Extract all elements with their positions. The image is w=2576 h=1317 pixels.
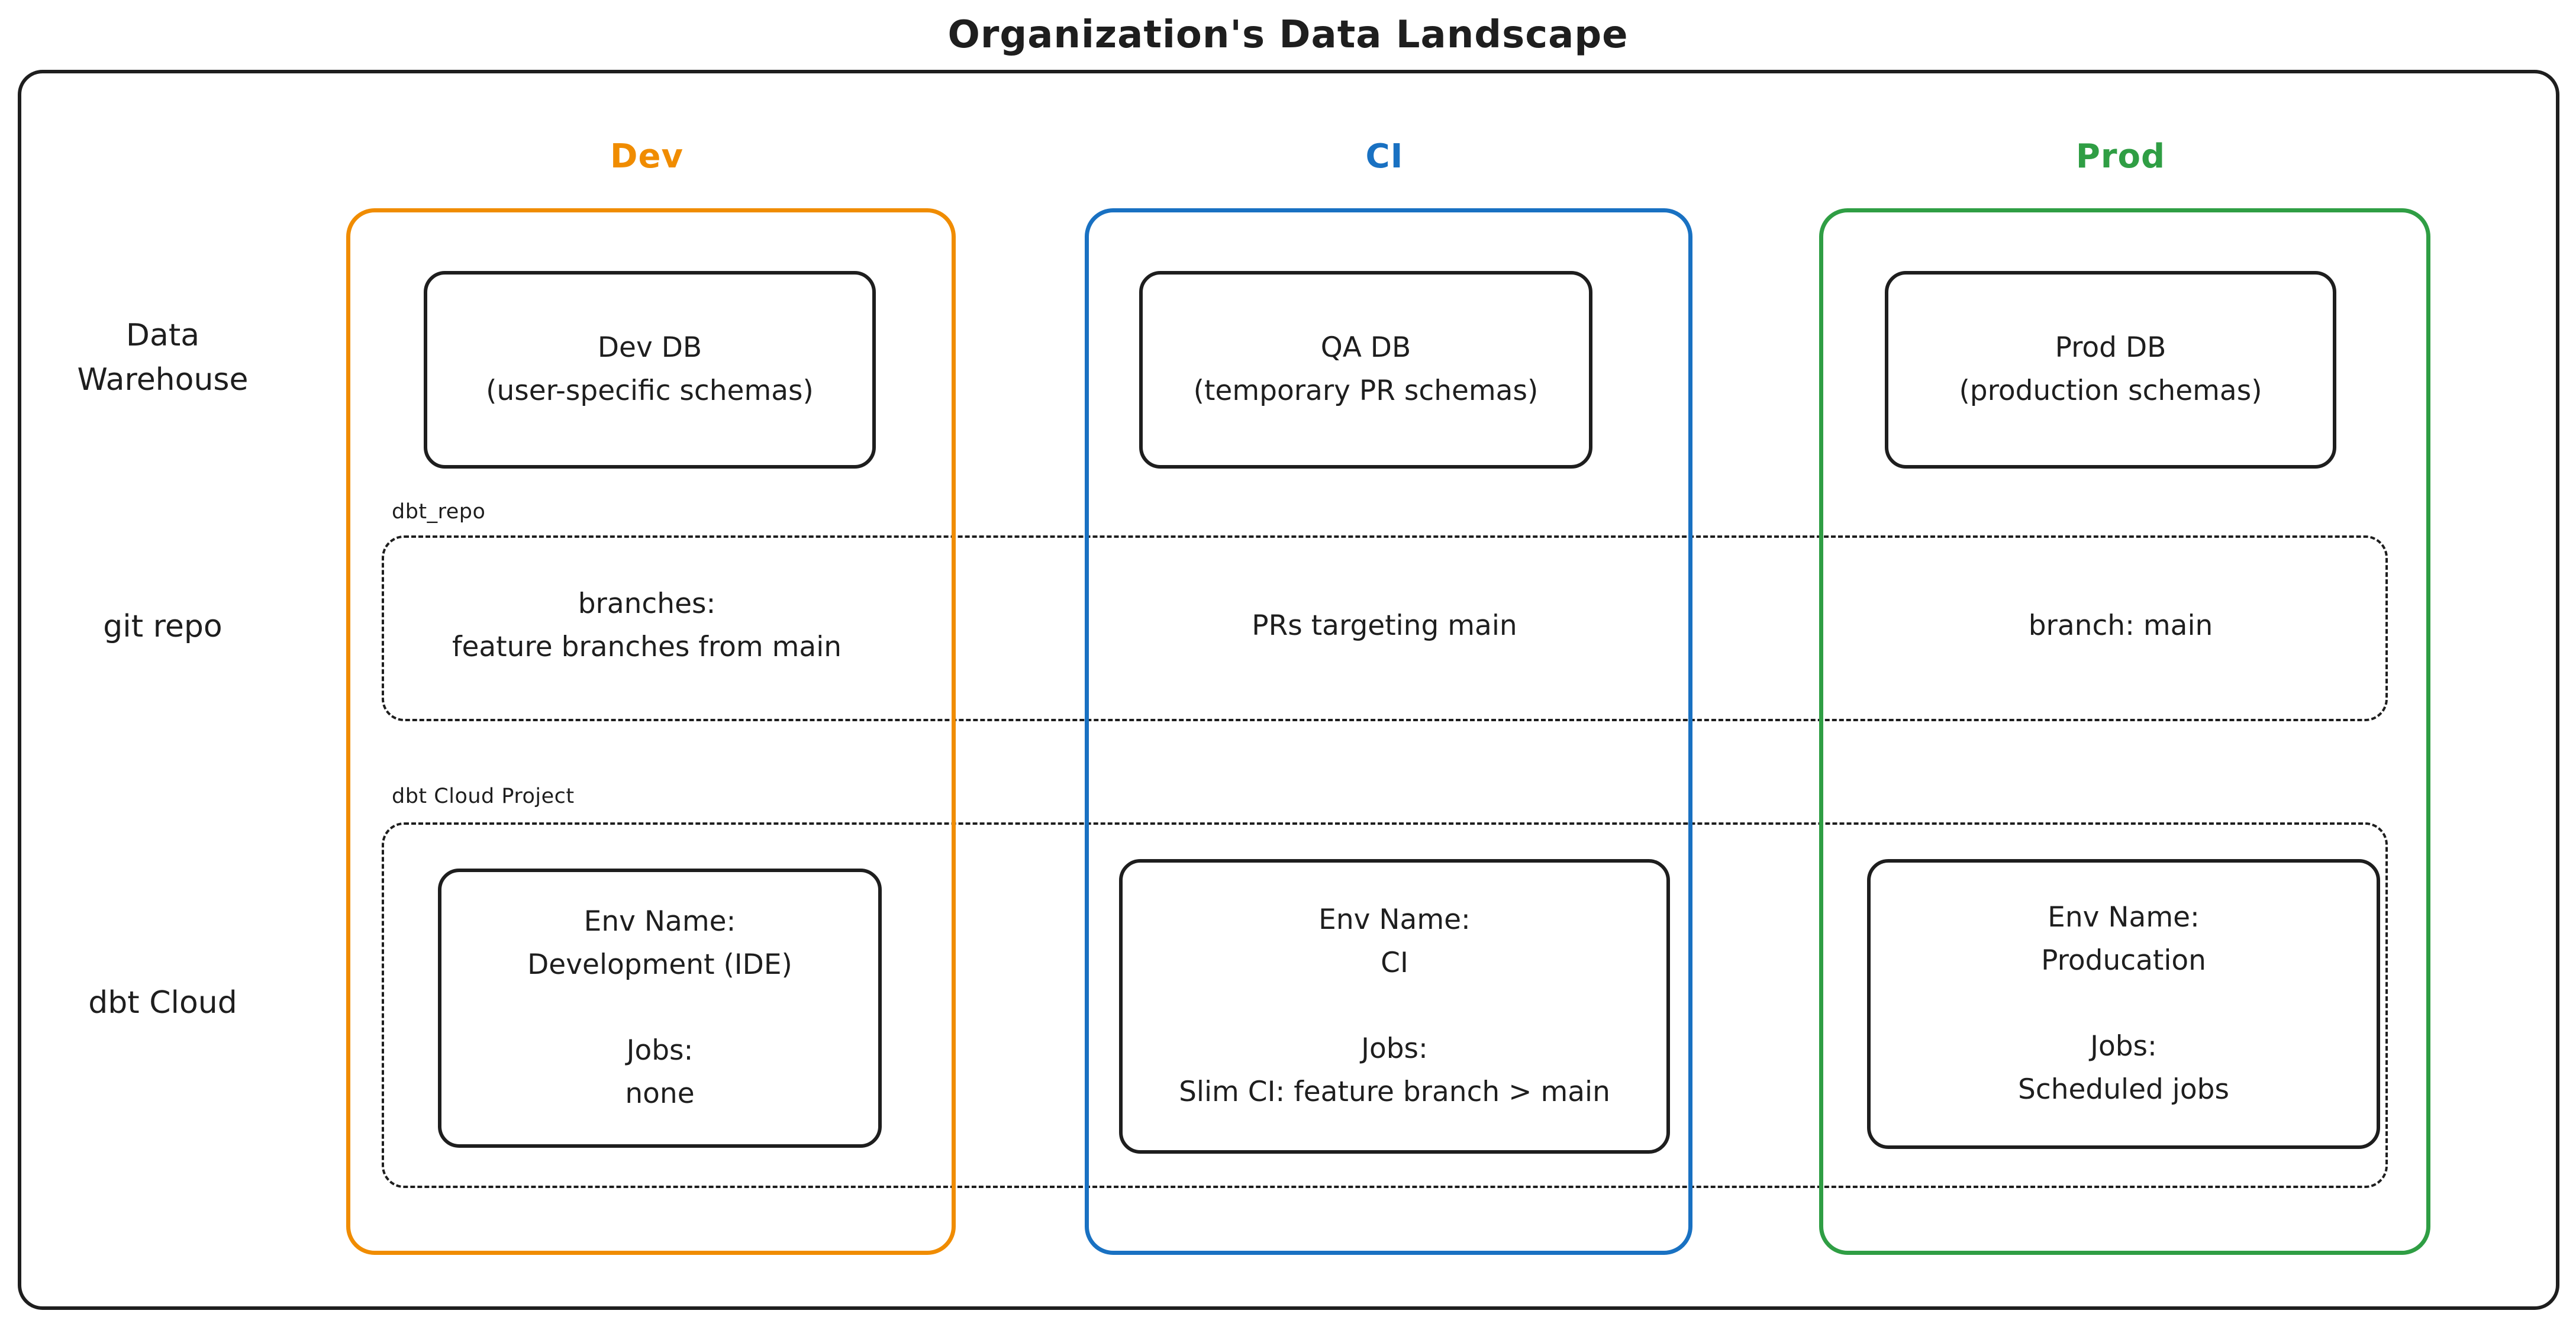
row-label-git-repo: git repo <box>103 609 223 644</box>
env-box-development: Env Name: Development (IDE) Jobs: none <box>438 869 882 1148</box>
column-header-prod: Prod <box>2075 137 2166 176</box>
git-repo-group-label: dbt_repo <box>392 500 486 524</box>
db-box-dev: Dev DB (user-specific schemas) <box>424 271 876 469</box>
column-frame-ci <box>1085 208 1692 1255</box>
dbt-project-dashed-container <box>382 822 2388 1188</box>
column-frame-dev <box>346 208 956 1255</box>
git-cell-ci: PRs targeting main <box>1252 609 1517 642</box>
row-label-dbt-cloud: dbt Cloud <box>88 985 237 1021</box>
column-header-dev: Dev <box>610 137 684 176</box>
git-cell-dev: branches: feature branches from main <box>452 588 842 663</box>
dbt-project-group-label: dbt Cloud Project <box>392 785 575 808</box>
env-box-production: Env Name: Producation Jobs: Scheduled jo… <box>1867 859 2380 1149</box>
git-repo-dashed-container <box>382 535 2388 721</box>
db-box-qa: QA DB (temporary PR schemas) <box>1139 271 1592 469</box>
env-box-ci: Env Name: CI Jobs: Slim CI: feature bran… <box>1119 859 1670 1154</box>
git-cell-prod: branch: main <box>2028 609 2213 642</box>
outer-container-frame <box>18 70 2559 1310</box>
row-label-data-warehouse: Data Warehouse <box>77 318 249 398</box>
column-header-ci: CI <box>1365 137 1404 176</box>
db-box-prod: Prod DB (production schemas) <box>1885 271 2336 469</box>
diagram-title: Organization's Data Landscape <box>947 13 1629 57</box>
column-frame-prod <box>1819 208 2430 1255</box>
